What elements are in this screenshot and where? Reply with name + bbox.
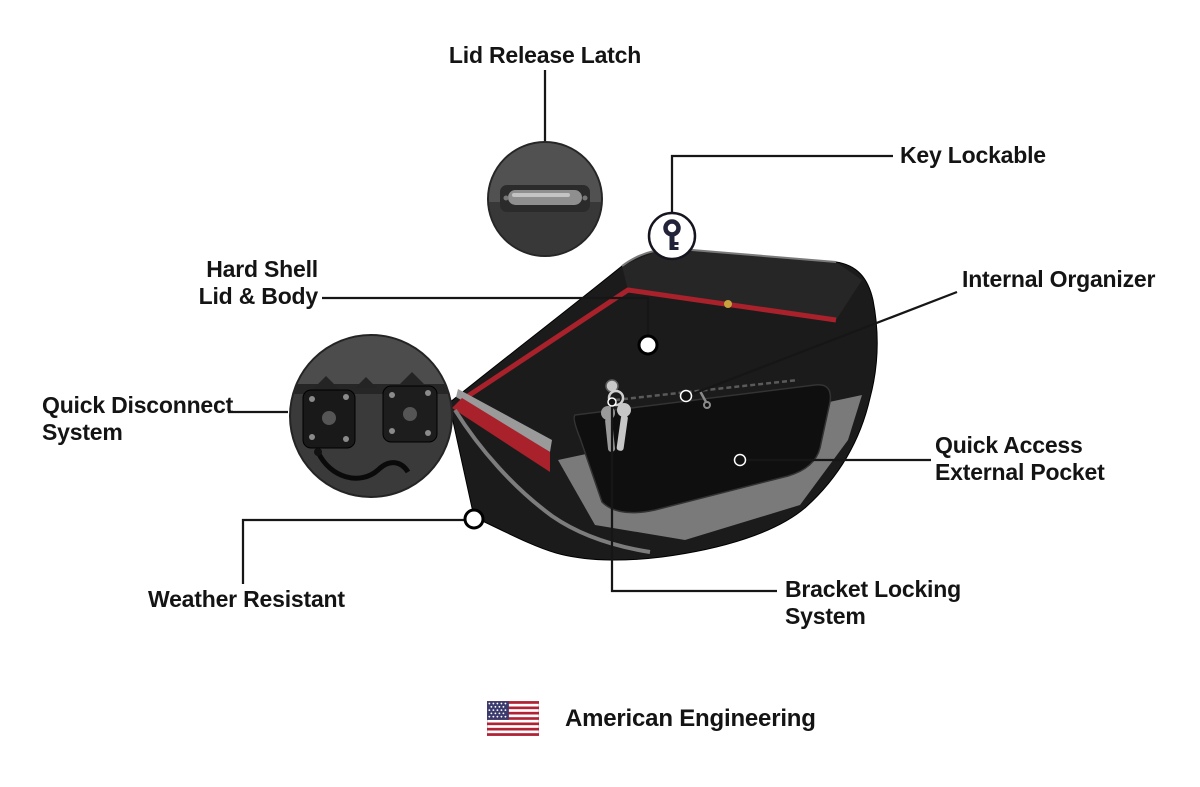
callout-label-quick-access-external-pocket: Quick Access External Pocket	[935, 432, 1105, 485]
silver-bottom-trim	[453, 408, 651, 554]
lid-screw	[724, 300, 732, 308]
leader-internal-organizer	[689, 290, 958, 397]
marker-weather-resistant	[463, 508, 485, 530]
callout-label-weather-resistant: Weather Resistant	[148, 586, 345, 612]
red-chevron	[452, 398, 550, 472]
release-cable	[315, 450, 411, 481]
us-flag-icon	[487, 701, 539, 736]
quick-disconnect-inset	[289, 334, 453, 498]
saddlebag-lid-top-face	[622, 250, 862, 320]
key-lockable-icon	[647, 211, 697, 261]
saddlebag-illustration	[448, 248, 878, 561]
gray-chevron	[456, 389, 552, 452]
leader-hard-shell	[322, 296, 650, 335]
callout-label-bracket-locking-system: Bracket Locking System	[785, 576, 961, 629]
red-trim-stripe	[466, 287, 837, 399]
zipper-pull-ring	[703, 401, 711, 409]
callout-label-key-lockable: Key Lockable	[900, 142, 1046, 168]
callout-label-lid-release-latch: Lid Release Latch	[448, 42, 642, 68]
marker-internal-organizer	[679, 389, 693, 403]
callout-markers	[463, 334, 747, 530]
lid-latch-inset	[487, 141, 603, 257]
callout-leader-lines	[228, 70, 958, 593]
zipper-pull	[698, 390, 708, 403]
callout-label-quick-disconnect-system: Quick Disconnect System	[42, 392, 234, 445]
callout-label-internal-organizer: Internal Organizer	[962, 266, 1156, 292]
leader-key-lockable	[670, 154, 893, 212]
marker-bracket-locking	[607, 397, 617, 407]
marker-quick-access	[733, 453, 747, 467]
leader-weather-resistant	[241, 518, 464, 584]
callout-label-hard-shell-lid-body: Hard Shell Lid & Body	[198, 256, 319, 309]
leader-bracket-locking	[610, 402, 777, 593]
zipper-line	[614, 378, 799, 402]
marker-hard-shell	[637, 334, 659, 356]
footer-text: American Engineering	[565, 704, 816, 732]
latch-handle	[508, 190, 582, 205]
footer: American Engineering	[487, 701, 816, 736]
external-pocket-flap	[573, 384, 832, 514]
